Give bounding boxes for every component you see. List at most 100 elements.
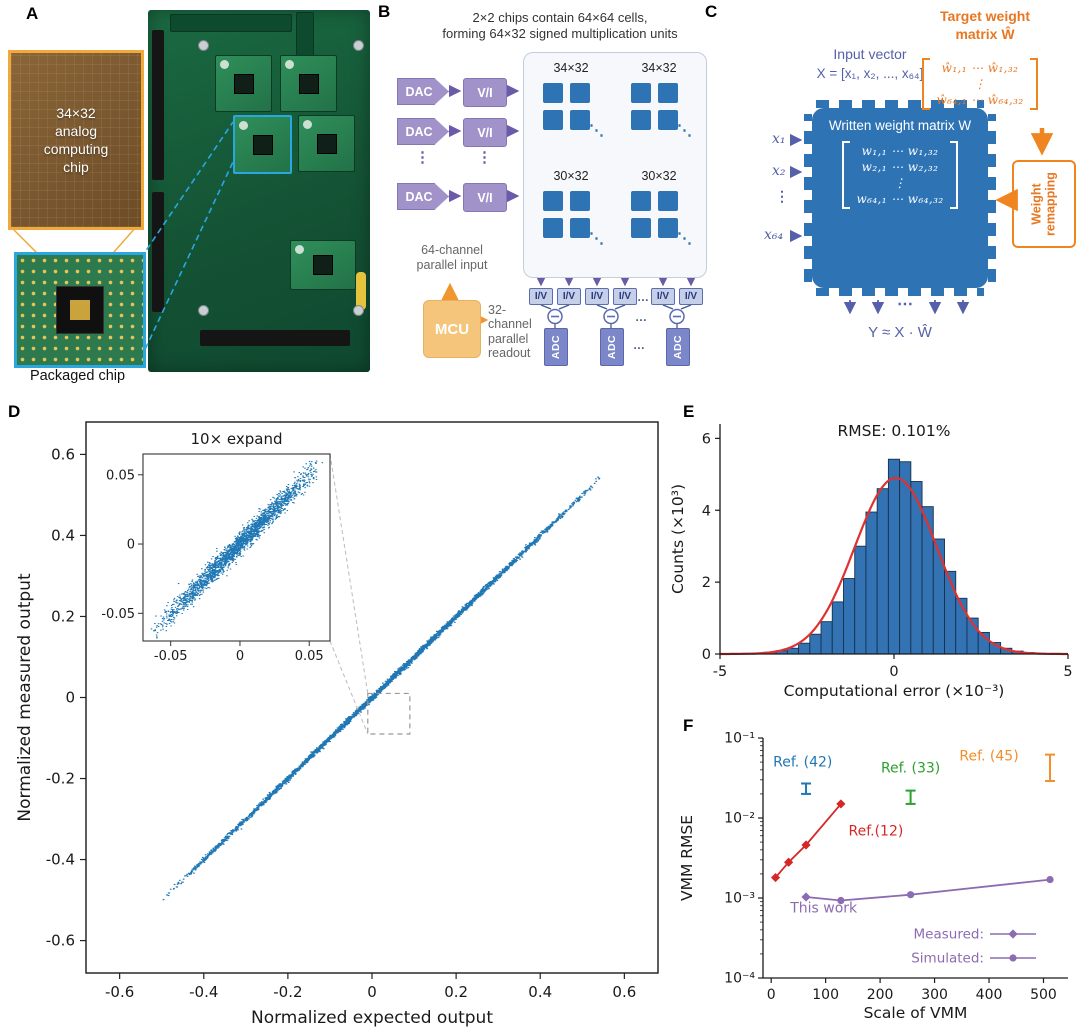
cell [631,191,651,211]
svg-text:0.05: 0.05 [295,649,324,664]
adc-label: ADC [550,334,562,360]
cell [543,83,563,103]
cell [658,83,678,103]
sub-board-logo [295,245,304,254]
cell [570,191,590,211]
svg-text:0.4: 0.4 [51,526,75,544]
cell [631,110,651,130]
svg-text:0.4: 0.4 [528,983,552,1001]
sub-board-logo [303,120,312,129]
matrix-row: ⋮ [973,77,987,91]
iv-box: I/V [585,288,609,305]
panel-b-letter: B [378,2,391,21]
iv-box: I/V [529,288,553,305]
adc-box: ADC [666,328,690,366]
packaged-chip-label: Packaged chip [29,368,126,384]
matrix-bracket-left [842,141,851,209]
svg-text:300: 300 [921,987,948,1003]
diagonal-ellipsis: ⋱ [677,122,692,139]
adc-label: ADC [606,334,618,360]
svg-text:Ref.(12): Ref.(12) [849,824,904,840]
sub-board-logo [285,60,294,69]
chip-pins-left [804,114,812,282]
board-connector [152,30,164,180]
matrix-row: w₆₄,₁ ⋯ w₆₄,₃₂ [856,192,944,206]
chip-size-label: 34×32 [641,61,677,75]
svg-text:0: 0 [65,689,75,707]
vi-label: V/I [477,190,493,205]
caption-line-2: forming 64×32 signed multiplication unit… [442,26,678,42]
chip-pins-top [816,100,984,108]
board-connector [152,192,164,312]
highlighted-sub-board [233,115,292,174]
target-weight-title: Target weight matrix Ŵ [940,8,1030,42]
vi-box: V/I [463,118,507,147]
yellow-component [356,272,366,310]
parallel-readout-caption: 32-channel parallel readout [488,303,532,361]
panel-b: B 2×2 chips contain 64×64 cells, forming… [375,0,710,395]
svg-text:-0.4: -0.4 [189,983,218,1001]
iv-label: I/V [684,291,698,302]
svg-text:-0.2: -0.2 [46,770,75,788]
svg-text:Ref. (33): Ref. (33) [881,761,940,777]
svg-text:Scale of VMM: Scale of VMM [864,1004,968,1022]
svg-text:200: 200 [867,987,894,1003]
sub-board [290,240,356,290]
diagonal-ellipsis: ⋱ [589,230,604,247]
diagonal-ellipsis: ⋱ [677,230,692,247]
svg-text:0.6: 0.6 [51,445,75,463]
svg-text:This work: This work [789,900,858,916]
svg-text:0: 0 [367,983,377,1001]
dac-box: DAC [397,78,449,105]
weight-remapping-label: Weight remapping [1029,172,1058,236]
input-vector-title: Input vector [833,46,907,62]
dac-box: DAC [397,183,449,210]
svg-text:400: 400 [976,987,1003,1003]
svg-text:0.2: 0.2 [444,983,468,1001]
chip-size-label: 30×32 [641,169,677,183]
cell [631,218,651,238]
chip-pins-right [988,114,996,282]
vi-label: V/I [477,85,493,100]
target-weight-matrix: ŵ₁,₁ ⋯ ŵ₁,₃₂ ⋮ ŵ₆₄,₁ ⋯ ŵ₆₄,₃₂ [885,50,1075,110]
svg-text:VMM RMSE: VMM RMSE [678,815,696,901]
cell [543,191,563,211]
written-weight-matrix: w₁,₁ ⋯ w₁,₃₂ w₂,₁ ⋯ w₂,₃₂ ⋮ w₆₄,₁ ⋯ w₆₄,… [812,141,988,209]
x1-label: x₁ [772,131,786,147]
svg-text:Normalized measured output: Normalized measured output [15,573,35,822]
chip-pins-bottom [816,288,984,296]
svg-text:10⁻²: 10⁻² [724,811,755,827]
chip-package [56,286,104,334]
dac-label: DAC [405,189,433,204]
chip-die [70,300,90,320]
svg-text:0: 0 [236,649,244,664]
horizontal-ellipsis: ⋯ [897,296,913,313]
horizontal-ellipsis: … [633,338,645,352]
matrix-bracket-left [922,58,931,110]
sub-board [215,55,272,112]
svg-text:Measured:: Measured: [914,927,985,943]
svg-text:-0.2: -0.2 [273,983,302,1001]
svg-text:-0.4: -0.4 [46,851,75,869]
svg-text:-0.6: -0.6 [46,932,75,950]
matrix-row: w₁,₁ ⋯ w₁,₃₂ [861,144,939,158]
panel-a-letter: A [26,4,39,23]
pcb-board-photo [148,10,370,372]
iv-label: I/V [618,291,632,302]
cell [570,218,590,238]
panel-c: C Input vector X = [x₁, x₂, ..., x₆₄] [700,0,1080,395]
svg-text:Ref. (45): Ref. (45) [959,749,1018,765]
sub-board [298,115,355,172]
chip-array-box: 34×32 ⋱ 34×32 ⋱ 30×32 ⋱ 30×32 [523,52,707,278]
board-edge-connector [170,14,292,32]
svg-text:10⁻¹: 10⁻¹ [724,731,755,747]
iv-label: I/V [562,291,576,302]
svg-text:RMSE: 0.101%: RMSE: 0.101% [837,422,950,440]
svg-text:Simulated:: Simulated: [911,951,984,967]
svg-text:0: 0 [702,647,711,663]
x2-label: x₂ [772,163,786,179]
